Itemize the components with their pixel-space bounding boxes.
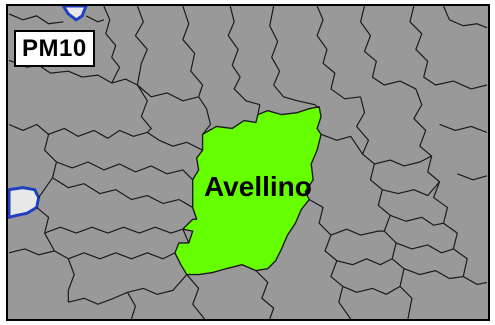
border-line — [127, 274, 188, 295]
border-line — [8, 123, 58, 198]
border-line — [8, 248, 75, 303]
border-line — [403, 268, 464, 280]
border-line — [269, 6, 316, 106]
border-line — [389, 214, 444, 226]
border-line — [182, 6, 204, 98]
water-body-left — [8, 186, 41, 220]
border-line — [356, 96, 413, 319]
border-line — [85, 15, 105, 23]
border-line — [442, 6, 488, 29]
highlighted-municipality-shape — [174, 106, 322, 276]
border-line — [413, 88, 488, 286]
border-line — [186, 274, 206, 319]
border-line — [395, 242, 454, 254]
border-line — [227, 6, 261, 106]
border-line — [182, 228, 190, 244]
border-line — [8, 13, 64, 25]
border-line — [439, 123, 488, 133]
municipality-label: Avellino — [204, 171, 312, 202]
border-line — [330, 228, 385, 236]
border-line — [316, 6, 361, 100]
border-line — [68, 252, 176, 260]
border-line — [202, 108, 212, 135]
border-line — [136, 84, 152, 133]
border-line — [320, 133, 364, 155]
pollutant-badge: PM10 — [14, 30, 95, 67]
border-line — [44, 226, 184, 234]
border-line — [257, 104, 261, 115]
border-line — [308, 199, 352, 319]
border-line — [52, 177, 194, 208]
border-line — [56, 161, 194, 181]
border-line — [409, 6, 488, 90]
municipality-borders — [8, 6, 488, 319]
border-line — [374, 155, 432, 167]
border-line — [336, 258, 393, 266]
border-line — [158, 139, 203, 151]
water-body-top — [61, 6, 88, 22]
border-line — [382, 181, 441, 197]
border-line — [342, 285, 401, 295]
border-line — [68, 291, 137, 319]
border-line — [48, 127, 160, 141]
border-line — [457, 173, 488, 181]
border-line — [36, 206, 55, 252]
border-line — [103, 6, 121, 84]
border-line — [255, 270, 275, 319]
border-line — [359, 6, 417, 90]
